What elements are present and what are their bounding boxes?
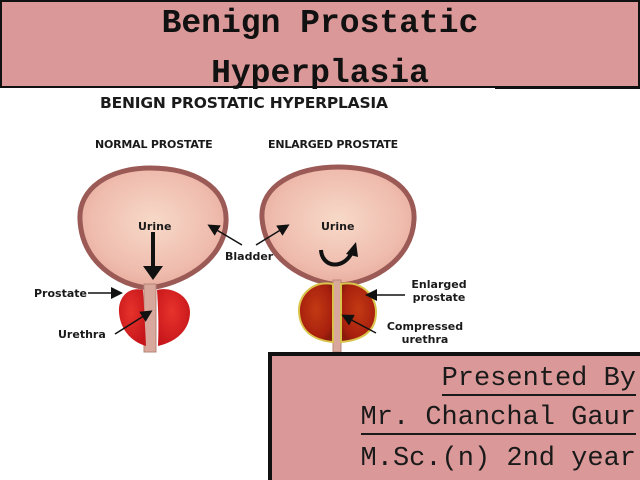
diagram-title: BENIGN PROSTATIC HYPERPLASIA: [100, 94, 388, 112]
title-underline-accent: [495, 86, 640, 89]
prostate-label: Prostate: [34, 287, 87, 300]
enlarged-prostate-label: Enlarged prostate: [404, 278, 474, 304]
urethra-label: Urethra: [58, 328, 106, 341]
presenter-name: Mr. Chanchal Gaur: [360, 403, 636, 435]
presenter-course: M.Sc.(n) 2nd year: [360, 444, 636, 474]
presenter-box: Presented By Mr. Chanchal Gaur M.Sc.(n) …: [268, 352, 640, 480]
compressed-urethra-icon: [332, 279, 342, 353]
normal-prostate-right-icon: [157, 289, 190, 346]
compressed-urethra-label-line1: Compressed: [386, 320, 464, 333]
slide-title-line1: Benign Prostatic: [161, 5, 479, 42]
title-box: Benign Prostatic Hyperplasia: [0, 0, 640, 92]
enlarged-prostate-right-icon: [340, 282, 378, 344]
enlarged-prostate-heading: ENLARGED PROSTATE: [268, 138, 398, 151]
compressed-urethra-label-line2: urethra: [401, 333, 449, 346]
enlarged-prostate-label-line2: prostate: [412, 291, 466, 304]
slide-title-line2: Hyperplasia: [211, 55, 429, 92]
enlarged-prostate-left-icon: [297, 282, 334, 344]
bladder-label: Bladder: [225, 250, 274, 263]
presented-by-heading: Presented By: [441, 364, 636, 396]
compressed-urethra-label: Compressed urethra: [383, 320, 467, 346]
normal-bladder-icon: [77, 165, 229, 291]
normal-urine-label: Urine: [138, 220, 172, 233]
enlarged-urine-label: Urine: [321, 220, 355, 233]
normal-prostate-heading: NORMAL PROSTATE: [95, 138, 213, 151]
urine-backflow-arrow-icon: [319, 249, 354, 267]
enlarged-prostate-label-line1: Enlarged: [411, 278, 467, 291]
normal-urethra-icon: [143, 283, 157, 353]
slide-title: Benign Prostatic Hyperplasia: [2, 2, 638, 95]
enlarged-bladder-icon: [259, 164, 417, 288]
normal-prostate-left-icon: [118, 289, 146, 346]
